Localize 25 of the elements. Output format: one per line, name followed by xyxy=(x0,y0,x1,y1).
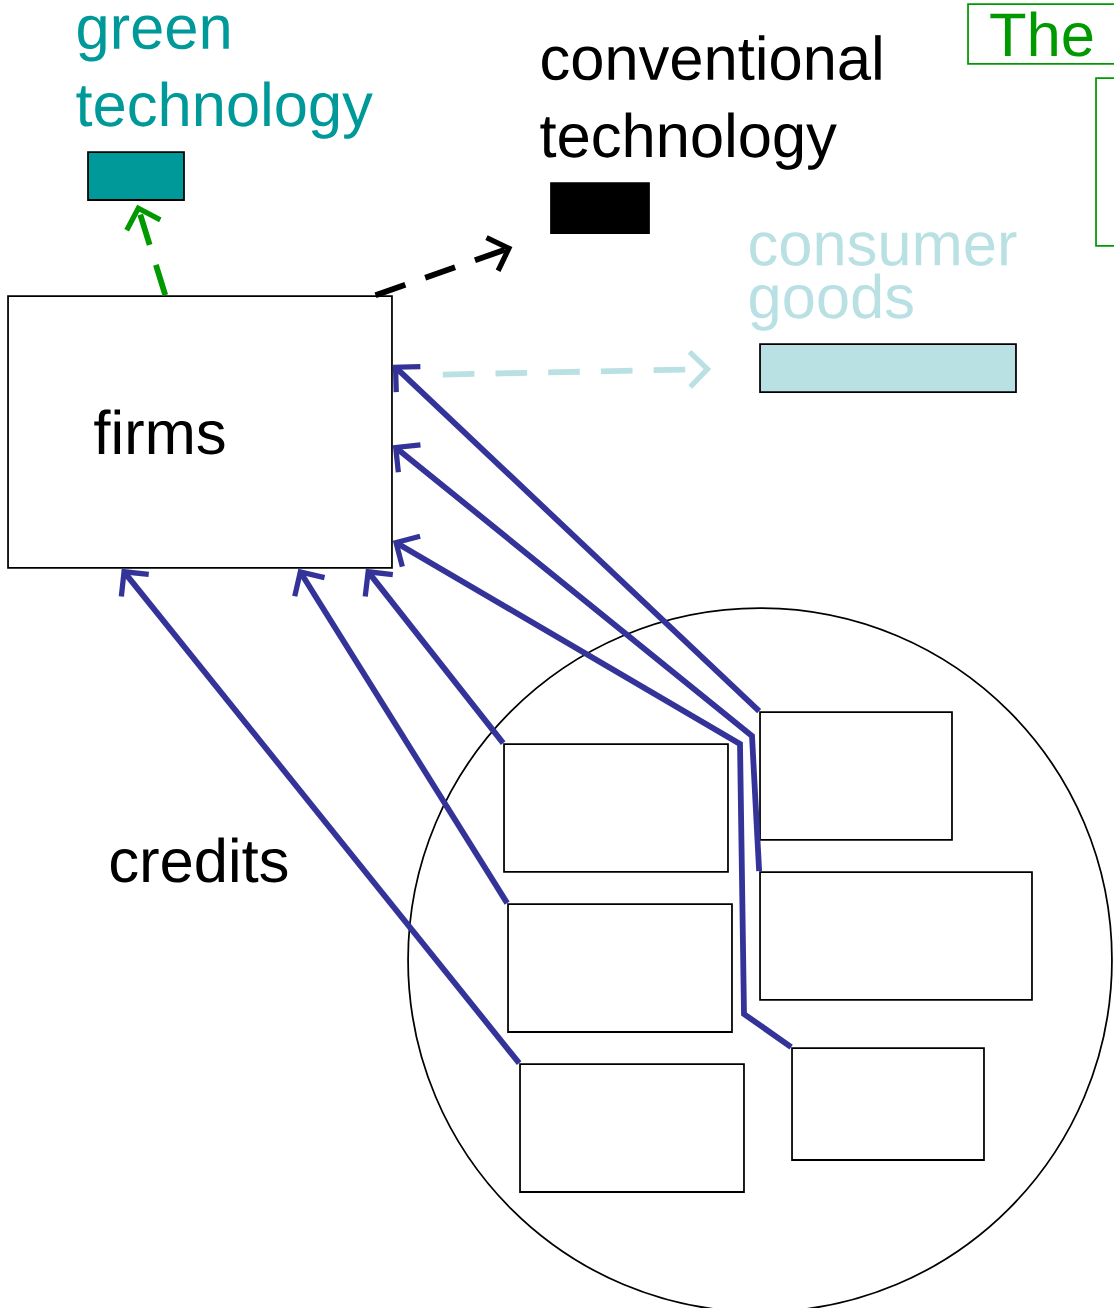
arrow xyxy=(292,568,510,905)
box xyxy=(759,711,953,841)
node-label: green technology xyxy=(76,15,373,139)
circle-outline xyxy=(407,607,1113,1308)
arrow xyxy=(442,350,712,389)
text-box: The xyxy=(967,3,1114,65)
arrow xyxy=(362,568,506,745)
arrow xyxy=(374,235,513,298)
node-label: consumer goods xyxy=(750,232,1017,331)
arrow xyxy=(392,533,793,1050)
box xyxy=(507,903,733,1033)
label: credits xyxy=(110,837,288,883)
arrow xyxy=(392,363,762,714)
bar: consumer goods xyxy=(750,232,1017,393)
arrow xyxy=(392,442,763,872)
node-label: conventional technology xyxy=(540,35,881,170)
arrow xyxy=(118,568,522,1065)
process-box: firms xyxy=(7,295,393,569)
bar: green technology xyxy=(76,15,373,201)
arrow xyxy=(124,204,169,296)
box xyxy=(1095,77,1114,247)
box xyxy=(759,871,1033,1001)
box xyxy=(503,743,729,873)
box xyxy=(791,1047,985,1161)
box xyxy=(519,1063,745,1193)
